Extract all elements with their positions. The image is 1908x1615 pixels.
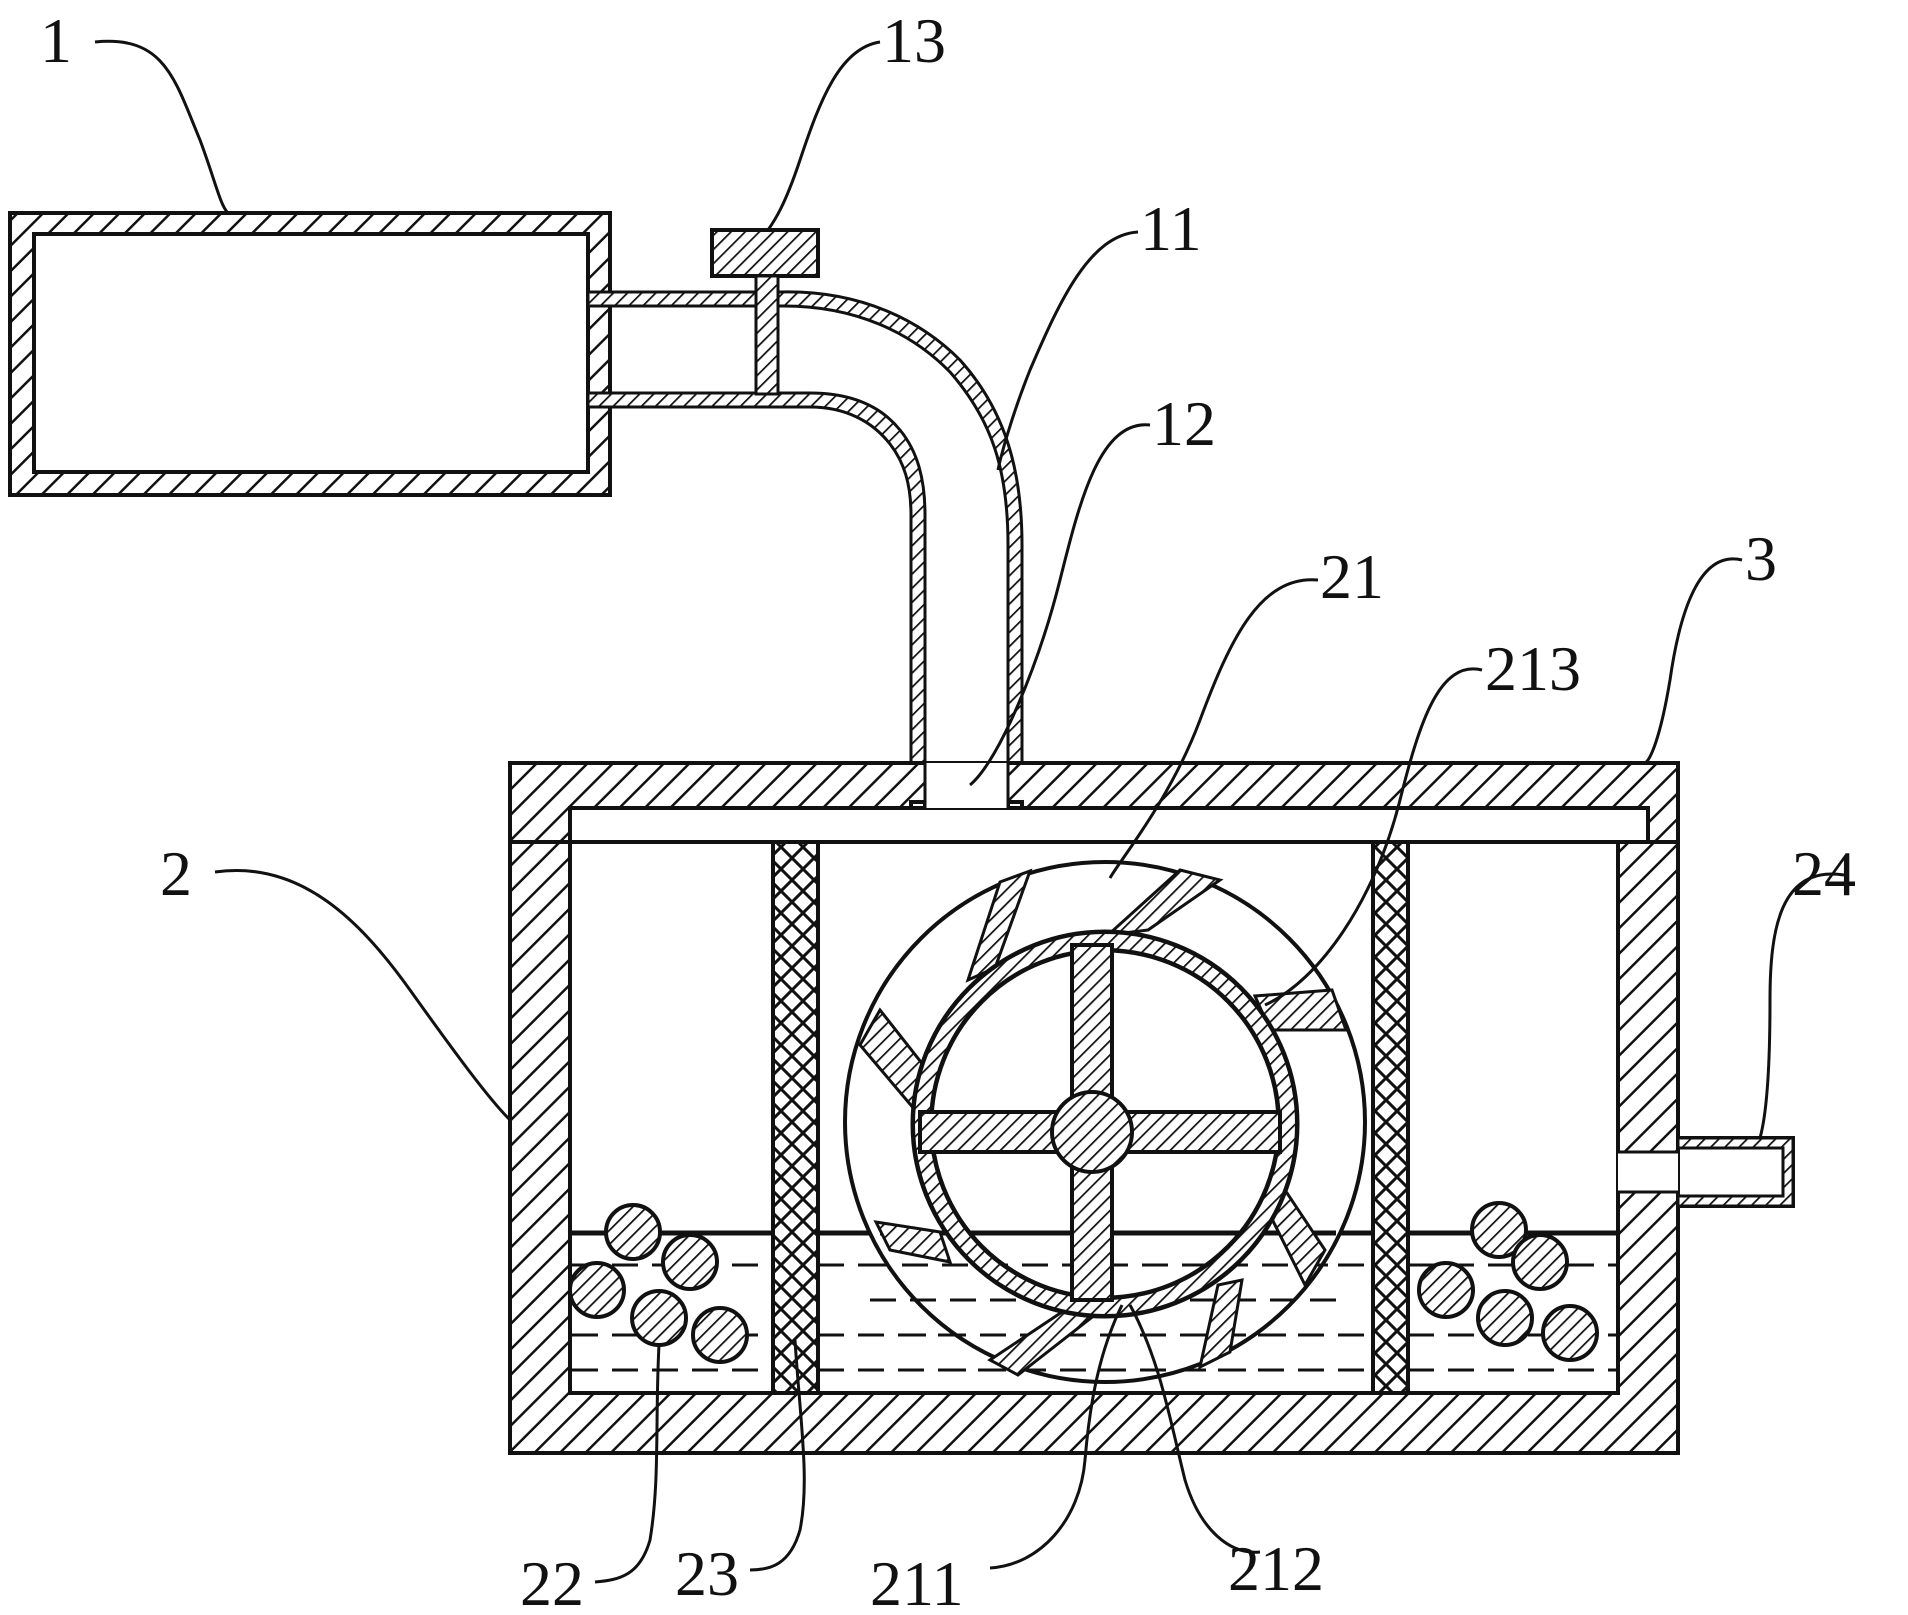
label-22: 22 xyxy=(520,1548,584,1615)
labels: 1 13 11 12 21 3 213 2 24 22 23 211 212 xyxy=(40,5,1856,1615)
label-213: 213 xyxy=(1485,633,1581,704)
valve-13 xyxy=(710,228,820,396)
balls-22 xyxy=(568,1201,1599,1364)
outlet-24 xyxy=(1618,1136,1795,1208)
component-1-box xyxy=(8,211,612,497)
leader-lines xyxy=(94,39,1845,1584)
label-11: 11 xyxy=(1140,193,1202,264)
label-212: 212 xyxy=(1228,1533,1324,1604)
label-12: 12 xyxy=(1152,388,1216,459)
label-2: 2 xyxy=(160,838,192,909)
pipe-11 xyxy=(586,290,1024,804)
label-1: 1 xyxy=(40,5,72,76)
label-3: 3 xyxy=(1745,523,1777,594)
lid-3 xyxy=(508,761,1680,844)
label-211: 211 xyxy=(870,1548,964,1615)
label-21: 21 xyxy=(1320,541,1384,612)
drum-21 xyxy=(843,860,1367,1384)
label-23: 23 xyxy=(675,1538,739,1609)
label-24: 24 xyxy=(1792,838,1856,909)
label-13: 13 xyxy=(882,5,946,76)
partitions-23 xyxy=(771,840,1410,1395)
